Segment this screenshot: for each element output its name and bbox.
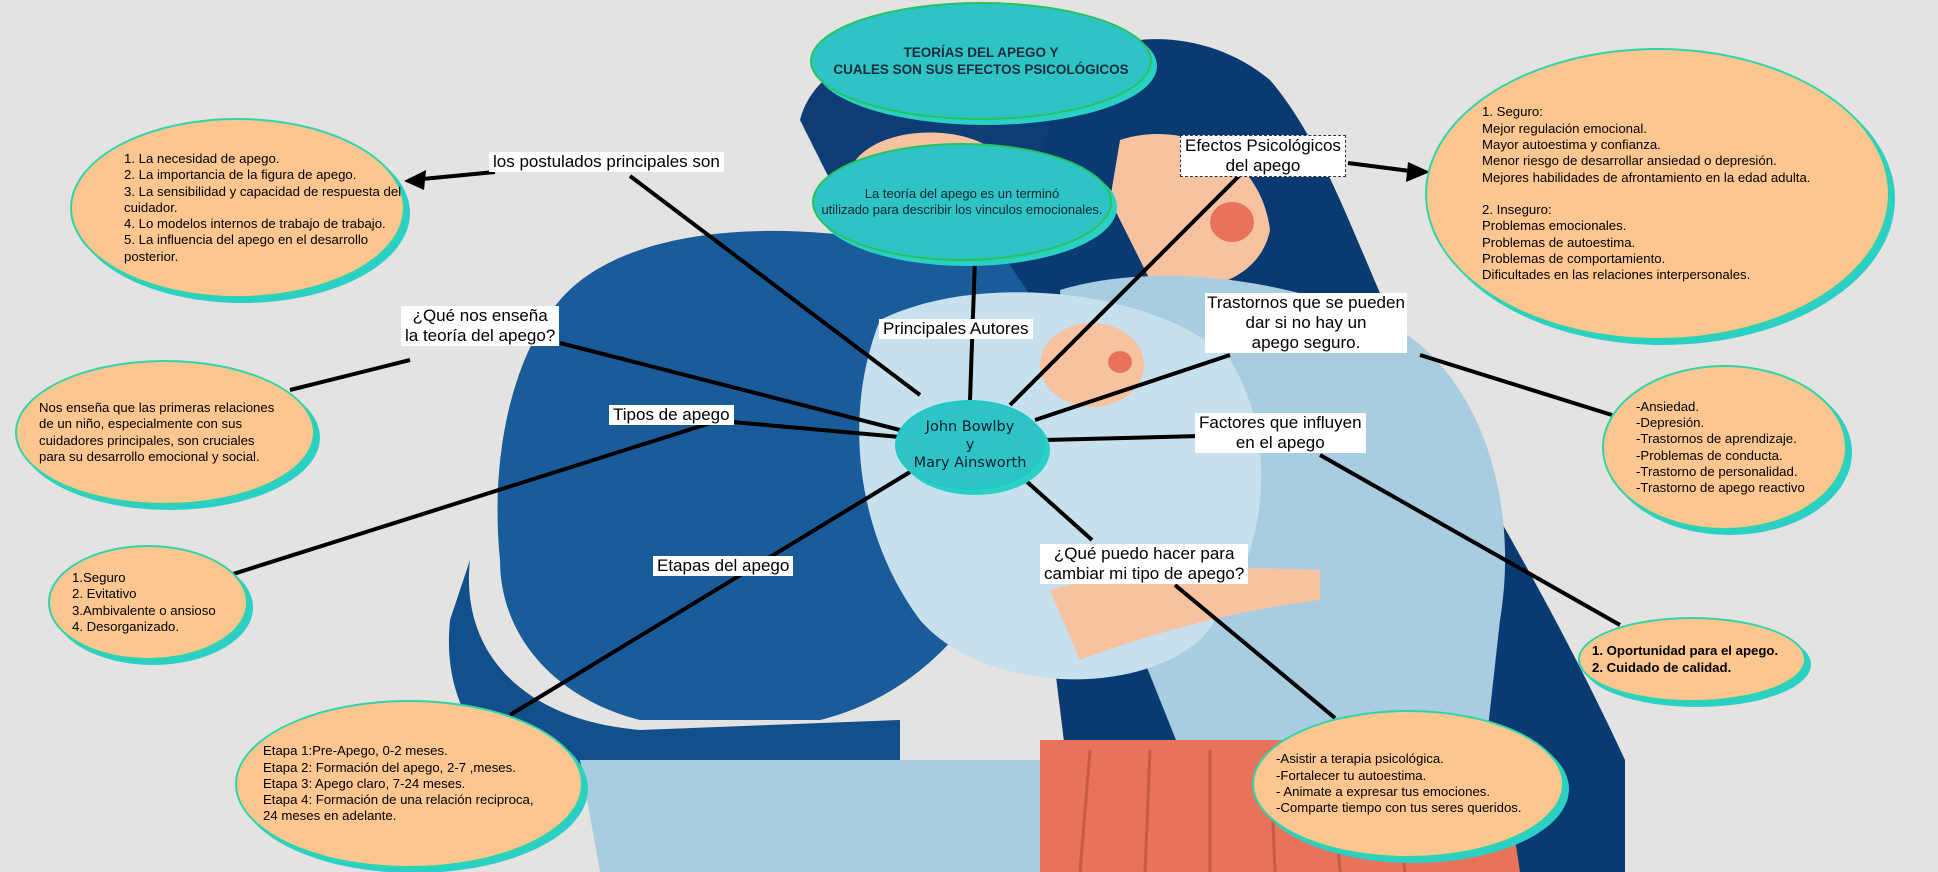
etapas-text: Etapa 1:Pre-Apego, 0-2 meses. Etapa 2: F…	[263, 743, 534, 824]
label-etapas: Etapas del apego	[653, 556, 794, 576]
factores-box: 1. Oportunidad para el apego. 2. Cuidado…	[1578, 617, 1806, 702]
father-arm	[448, 560, 900, 800]
que-hacer-box: -Asistir a terapia psicológica. -Fortale…	[1252, 710, 1564, 858]
label-postulados: los postulados principales son	[489, 152, 724, 172]
que-hacer-text: -Asistir a terapia psicológica. -Fortale…	[1276, 751, 1522, 816]
etapas-box: Etapa 1:Pre-Apego, 0-2 meses. Etapa 2: F…	[235, 700, 583, 868]
ensena-box: Nos enseña que las primeras relaciones d…	[15, 360, 315, 505]
ensena-text: Nos enseña que las primeras relaciones d…	[39, 399, 275, 464]
label-tipos: Tipos de apego	[609, 405, 734, 425]
efectos-text: 1. Seguro: Mejor regulación emocional. M…	[1482, 104, 1811, 283]
label-autores: Principales Autores	[879, 319, 1033, 339]
factores-text: 1. Oportunidad para el apego. 2. Cuidado…	[1592, 643, 1779, 675]
connector-lines	[229, 161, 1621, 720]
center-node-text: John Bowlby y Mary Ainsworth	[913, 419, 1027, 471]
label-que-hacer: ¿Qué puedo hacer para cambiar mi tipo de…	[1040, 544, 1249, 584]
title-line2: CUALES SON SUS EFECTOS PSICOLÓGICOS	[833, 62, 1129, 77]
title-line1: TEORÍAS DEL APEGO Y	[903, 45, 1059, 60]
label-que-ensena: ¿Qué nos enseña la teoría del apego?	[401, 306, 560, 346]
definition-text: La teoría del apego es un terminó utiliz…	[821, 185, 1103, 217]
center-node: John Bowlby y Mary Ainsworth	[895, 400, 1045, 490]
tipos-text: 1.Seguro 2. Evitativo 3.Ambivalente o an…	[72, 569, 216, 634]
tipos-box: 1.Seguro 2. Evitativo 3.Ambivalente o an…	[48, 545, 248, 660]
postulados-text: 1. La necesidad de apego. 2. La importan…	[124, 150, 402, 264]
arrowhead-right	[1406, 162, 1430, 182]
arrowhead-left	[404, 170, 426, 190]
label-trastornos: Trastornos que se pueden dar si no hay u…	[1205, 293, 1407, 353]
label-factores: Factores que influyen en el apego	[1195, 413, 1366, 453]
hand	[1050, 568, 1320, 660]
trastornos-box: -Ansiedad. -Depresión. -Trastornos de ap…	[1602, 365, 1847, 530]
baby-face	[1040, 323, 1144, 407]
trastornos-text: -Ansiedad. -Depresión. -Trastornos de ap…	[1636, 398, 1805, 496]
efectos-box: 1. Seguro: Mejor regulación emocional. M…	[1425, 48, 1890, 340]
label-efectos: Efectos Psicológicos del apego	[1180, 135, 1346, 177]
postulados-box: 1. La necesidad de apego. 2. La importan…	[70, 118, 405, 298]
title-oval: TEORÍAS DEL APEGO Y CUALES SON SUS EFECT…	[810, 2, 1152, 120]
definition-oval: La teoría del apego es un terminó utiliz…	[812, 143, 1112, 261]
